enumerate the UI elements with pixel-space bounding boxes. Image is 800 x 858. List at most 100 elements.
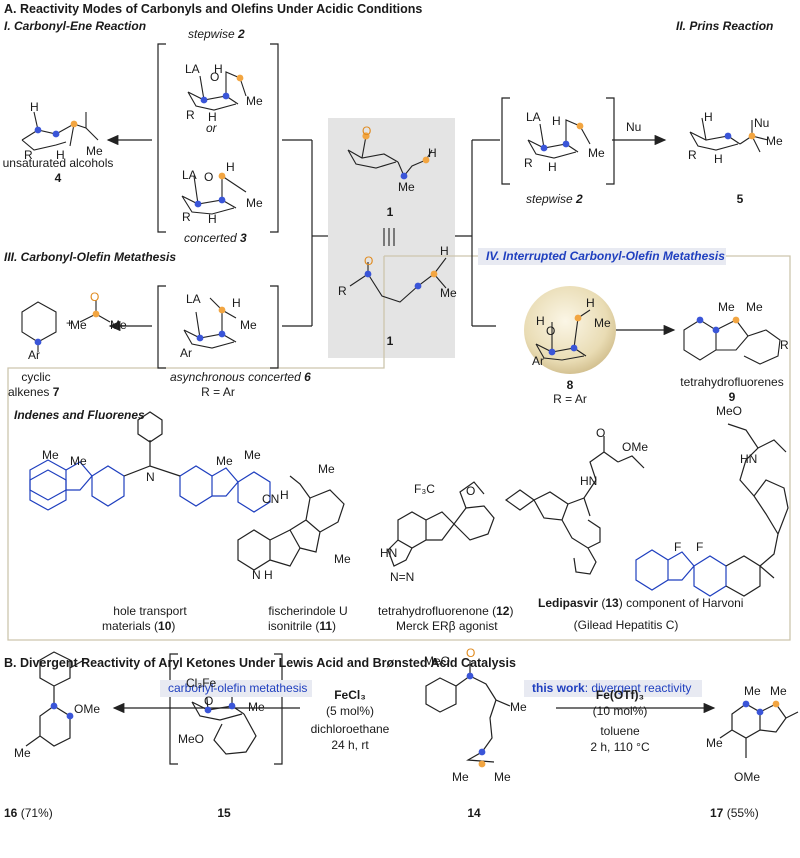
compound-9-number: 9	[728, 390, 736, 404]
atom-la-6: LA	[186, 292, 201, 306]
plus-sign: +	[66, 316, 74, 330]
compound-10-label-a: hole transport	[113, 604, 187, 618]
atom-h-2: H	[214, 62, 223, 76]
mol10-me-d: Me	[244, 448, 261, 462]
atom-h-1: H	[428, 146, 437, 160]
atom-h2-5: H	[714, 152, 723, 166]
atom-ar-6: Ar	[180, 346, 192, 360]
atom-h2-3: H	[208, 212, 217, 226]
ts8-sphere	[524, 286, 616, 374]
atom-ar-7: Ar	[28, 348, 40, 362]
compound-12-label-a: tetrahydrofluorenone (12)	[378, 604, 514, 618]
mol11-h: H	[280, 488, 289, 502]
compound-17-label: 17 (55%)	[710, 806, 759, 820]
mol11-me: Me	[318, 462, 335, 476]
metathesis-title: III. Carbonyl-Olefin Metathesis	[4, 250, 177, 264]
ene-title: I. Carbonyl-Ene Reaction	[4, 19, 147, 33]
bracket-ene-right	[270, 43, 279, 233]
atom-h-prins: H	[552, 114, 561, 128]
bracket-prins-left	[501, 97, 510, 185]
label-this-work: this work: divergent reactivity	[532, 681, 692, 695]
bracket-meta-right	[270, 285, 279, 369]
bracket-prins-right	[606, 97, 615, 185]
atom-me-8: Me	[594, 316, 611, 330]
atom-o-8: O	[546, 324, 556, 338]
atom-h2-2: H	[208, 110, 217, 124]
atom-me-15: Me	[248, 700, 265, 714]
alkenes-label: alkenes 7	[8, 385, 60, 399]
atom-o-acetone: O	[90, 290, 100, 304]
compound-15-number: 15	[217, 806, 231, 820]
compound-13-label-b: (Gilead Hepatitis C)	[573, 618, 679, 632]
atom-ar-8: Ar	[532, 354, 544, 368]
atom-me-1b: Me	[440, 286, 457, 300]
atom-dots	[34, 74, 756, 356]
indenes-title: Indenes and Fluorenes	[14, 408, 145, 422]
molecule-16	[25, 651, 85, 747]
atom-me-3: Me	[246, 196, 263, 210]
mol13-f2: F	[696, 540, 704, 554]
compound-14-number: 14	[467, 806, 481, 820]
prins-title: II. Prins Reaction	[676, 19, 774, 33]
mol12-hn: HN	[380, 546, 398, 560]
compound-12-label-b: Merck ERβ agonist	[396, 619, 498, 633]
atom-me-17a: Me	[744, 684, 761, 698]
compound-1-bottom-number: 1	[386, 334, 394, 348]
bracket-15-right	[274, 653, 283, 765]
atom-o-3: O	[204, 170, 214, 184]
r-ar-6-label: R = Ar	[201, 385, 235, 399]
stepwise-label: stepwise 2	[188, 27, 245, 41]
mol12-nn: N=N	[390, 570, 415, 584]
section-b-title: B. Divergent Reactivity of Aryl Ketones …	[4, 656, 516, 670]
mol13-ome: OMe	[622, 440, 649, 454]
atom-h-3: H	[226, 160, 235, 174]
mol11-nh: N H	[252, 568, 273, 582]
atom-h2-8: H	[586, 296, 595, 310]
atom-nu-5: Nu	[754, 116, 770, 130]
bracket-ene-left	[157, 43, 166, 233]
bracket-meta-left	[157, 285, 166, 369]
atom-me-17c: Me	[706, 736, 723, 750]
atom-h-1b: H	[440, 244, 449, 258]
atom-h-6: H	[232, 296, 241, 310]
mol12-f3c: F₃C	[414, 482, 435, 496]
stepwise-prins-label: stepwise 2	[526, 192, 583, 206]
r-ar-8-label: R = Ar	[553, 392, 587, 406]
compound-11-label-a: fischerindole U	[268, 604, 348, 618]
atom-me-acetone: Me	[110, 318, 127, 332]
section-a-title: A. Reactivity Modes of Carbonyls and Ole…	[4, 2, 423, 16]
atom-o-1b: O	[364, 254, 374, 268]
atom-me-6: Me	[240, 318, 257, 332]
atom-h-8: H	[536, 314, 545, 328]
atom-me-1: Me	[398, 180, 415, 194]
atom-me-9a: Me	[718, 300, 735, 314]
atom-me-2: Me	[246, 94, 263, 108]
mol11-me2: Me	[334, 552, 351, 566]
atom-h-5: H	[704, 110, 713, 124]
async-concerted-label: asynchronous concerted 6	[170, 370, 311, 384]
compound-5-number: 5	[736, 192, 744, 206]
atom-r-5: R	[688, 148, 697, 162]
atom-me-16: Me	[14, 746, 31, 760]
reagent-feotf3-loading: (10 mol%)	[592, 704, 648, 718]
mol13-meo: MeO	[716, 404, 743, 418]
interrupted-title-bg	[478, 248, 726, 265]
molecule-11	[237, 475, 345, 571]
chair-structures	[21, 71, 781, 365]
mol13-f: F	[674, 540, 682, 554]
mol10-n: N	[146, 470, 155, 484]
atom-r-9: R	[780, 338, 789, 352]
atom-me2-14: Me	[452, 770, 469, 784]
label-metathesis: carbonyl-olefin metathesis	[168, 681, 308, 695]
mol13-o: O	[596, 426, 606, 440]
atom-r-3: R	[182, 210, 191, 224]
mol11-cn: CN	[262, 492, 280, 506]
atom-me3-14: Me	[494, 770, 511, 784]
reagent-feotf3: Fe(OTf)₃	[595, 688, 645, 702]
atom-r-2: R	[186, 108, 195, 122]
molecule-15	[191, 683, 257, 755]
atom-o-1: O	[362, 124, 372, 138]
solvent-toluene: toluene	[600, 724, 640, 738]
reagent-fecl3: FeCl₃	[334, 688, 366, 702]
atom-o-15: O	[204, 694, 214, 708]
